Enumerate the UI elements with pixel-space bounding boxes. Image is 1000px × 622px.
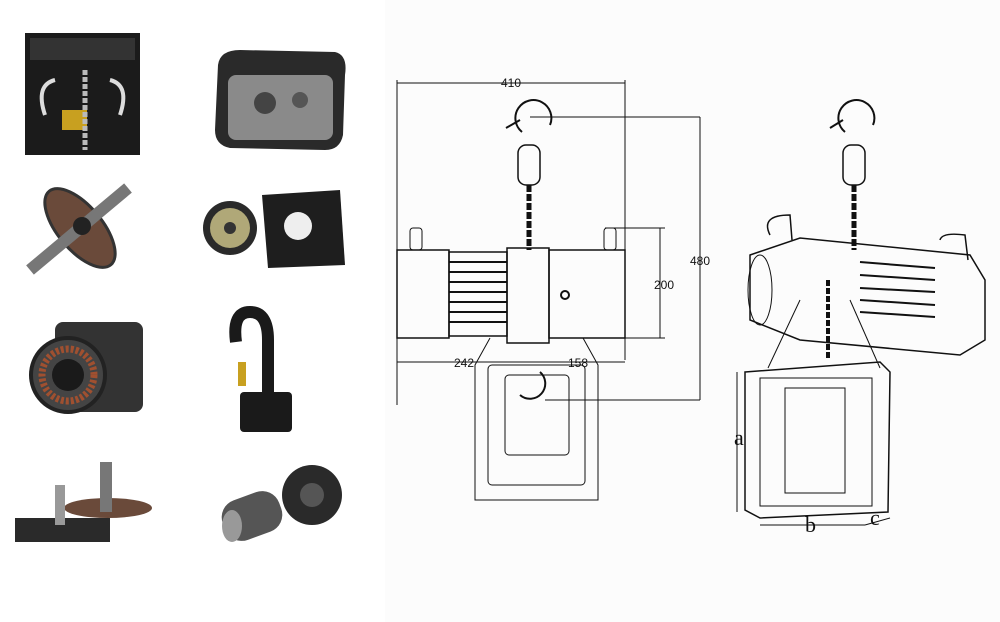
gearbox-cover-photo [215, 50, 346, 150]
dim-label-242: 242 [454, 356, 474, 370]
dim-label-158: 158 [568, 356, 588, 370]
perspective-view-drawing: a b c [734, 99, 986, 537]
brake-disc-cover-photo [203, 190, 345, 268]
dim-label-410: 410 [501, 76, 521, 90]
dim-label-a: a [734, 425, 744, 450]
hook-chain-assembly-photo [25, 33, 140, 155]
gear-set-photo [15, 462, 152, 542]
hook-photo [229, 305, 292, 432]
dim-label-480: 480 [690, 254, 710, 268]
dim-label-b: b [805, 512, 816, 537]
dim-label-200: 200 [654, 278, 674, 292]
gear-shaft-photo [26, 183, 132, 275]
component-photos [15, 33, 346, 542]
motor-stator-photo [29, 322, 143, 414]
front-view-drawing: 410 480 200 242 158 [396, 76, 710, 501]
chain-sprocket-photo [221, 465, 342, 542]
dim-label-c: c [870, 505, 880, 530]
